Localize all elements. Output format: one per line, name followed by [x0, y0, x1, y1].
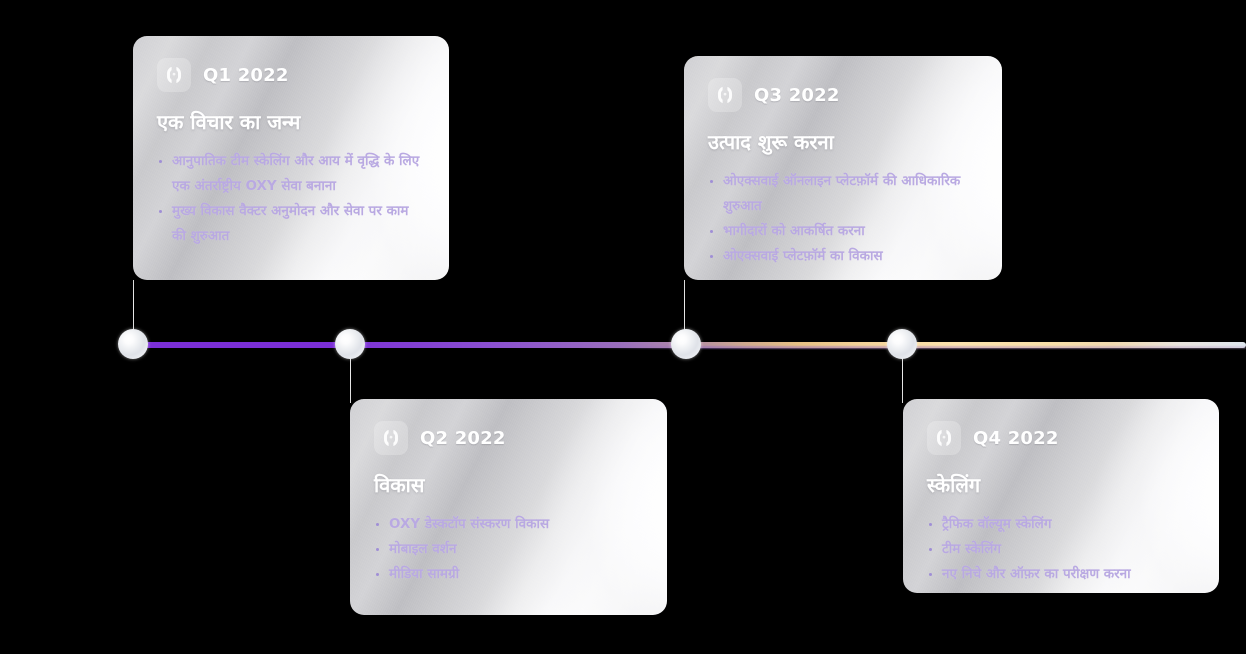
card-title-q1: एक विचार का जन्म — [157, 110, 301, 134]
milestone-dot-q4[interactable] — [887, 329, 917, 359]
card-header-q4: Q4 2022 — [927, 421, 1195, 455]
list-item: नए निचे और ऑफ़र का परीक्षण करना — [927, 562, 1195, 587]
list-item: मोबाइल वर्शन — [374, 537, 643, 562]
list-item: मीडिया सामग्री — [374, 562, 643, 587]
milestone-card-q2[interactable]: Q2 2022 विकास OXY डेस्कटॉप संस्करण विकास… — [350, 399, 667, 615]
card-period-q3: Q3 2022 — [754, 84, 840, 106]
oxy-brackets-logo-icon — [374, 421, 408, 455]
connector-line-q3 — [684, 280, 685, 332]
card-title-q3: उत्पाद शुरू करना — [708, 130, 834, 154]
card-period-q2: Q2 2022 — [420, 427, 506, 449]
oxy-brackets-logo-icon — [157, 58, 191, 92]
card-header-q1: Q1 2022 — [157, 58, 425, 92]
milestone-card-q3[interactable]: Q3 2022 उत्पाद शुरू करना ओएक्सवाई ऑनलाइन… — [684, 56, 1002, 280]
list-item: ट्रैफिक वॉल्यूम स्केलिंग — [927, 512, 1195, 537]
list-item: टीम स्केलिंग — [927, 537, 1195, 562]
milestone-dot-q3[interactable] — [671, 329, 701, 359]
list-item: मुख्य विकास वैक्टर अनुमोदन और सेवा पर का… — [157, 199, 425, 249]
timeline-axis — [0, 339, 1246, 351]
list-item: भागीदारों को आकर्षित करना — [708, 219, 978, 244]
milestone-dot-q1[interactable] — [118, 329, 148, 359]
milestone-dot-q2[interactable] — [335, 329, 365, 359]
card-bullets-q4: ट्रैफिक वॉल्यूम स्केलिंग टीम स्केलिंग नए… — [927, 512, 1195, 587]
card-bullets-q3: ओएक्सवाई ऑनलाइन प्लेटफ़ॉर्म की आधिकारिक … — [708, 169, 978, 269]
card-header-q2: Q2 2022 — [374, 421, 643, 455]
oxy-brackets-logo-icon — [927, 421, 961, 455]
card-period-q1: Q1 2022 — [203, 64, 289, 86]
oxy-brackets-logo-icon — [708, 78, 742, 112]
connector-line-q4 — [902, 348, 903, 403]
milestone-card-q4[interactable]: Q4 2022 स्केलिंग ट्रैफिक वॉल्यूम स्केलिं… — [903, 399, 1219, 593]
card-bullets-q1: आनुपातिक टीम स्केलिंग और आय में वृद्धि क… — [157, 149, 425, 249]
card-title-q2: विकास — [374, 473, 425, 497]
card-title-q4: स्केलिंग — [927, 473, 981, 497]
list-item: OXY डेस्कटॉप संस्करण विकास — [374, 512, 643, 537]
list-item: आनुपातिक टीम स्केलिंग और आय में वृद्धि क… — [157, 149, 425, 199]
card-bullets-q2: OXY डेस्कटॉप संस्करण विकास मोबाइल वर्शन … — [374, 512, 643, 587]
card-header-q3: Q3 2022 — [708, 78, 978, 112]
connector-line-q2 — [350, 348, 351, 403]
milestone-card-q1[interactable]: Q1 2022 एक विचार का जन्म आनुपातिक टीम स्… — [133, 36, 449, 280]
connector-line-q1 — [133, 280, 134, 332]
card-period-q4: Q4 2022 — [973, 427, 1059, 449]
list-item: ओएक्सवाई ऑनलाइन प्लेटफ़ॉर्म की आधिकारिक … — [708, 169, 978, 219]
list-item: ओएक्सवाई प्लेटफ़ॉर्म का विकास — [708, 244, 978, 269]
